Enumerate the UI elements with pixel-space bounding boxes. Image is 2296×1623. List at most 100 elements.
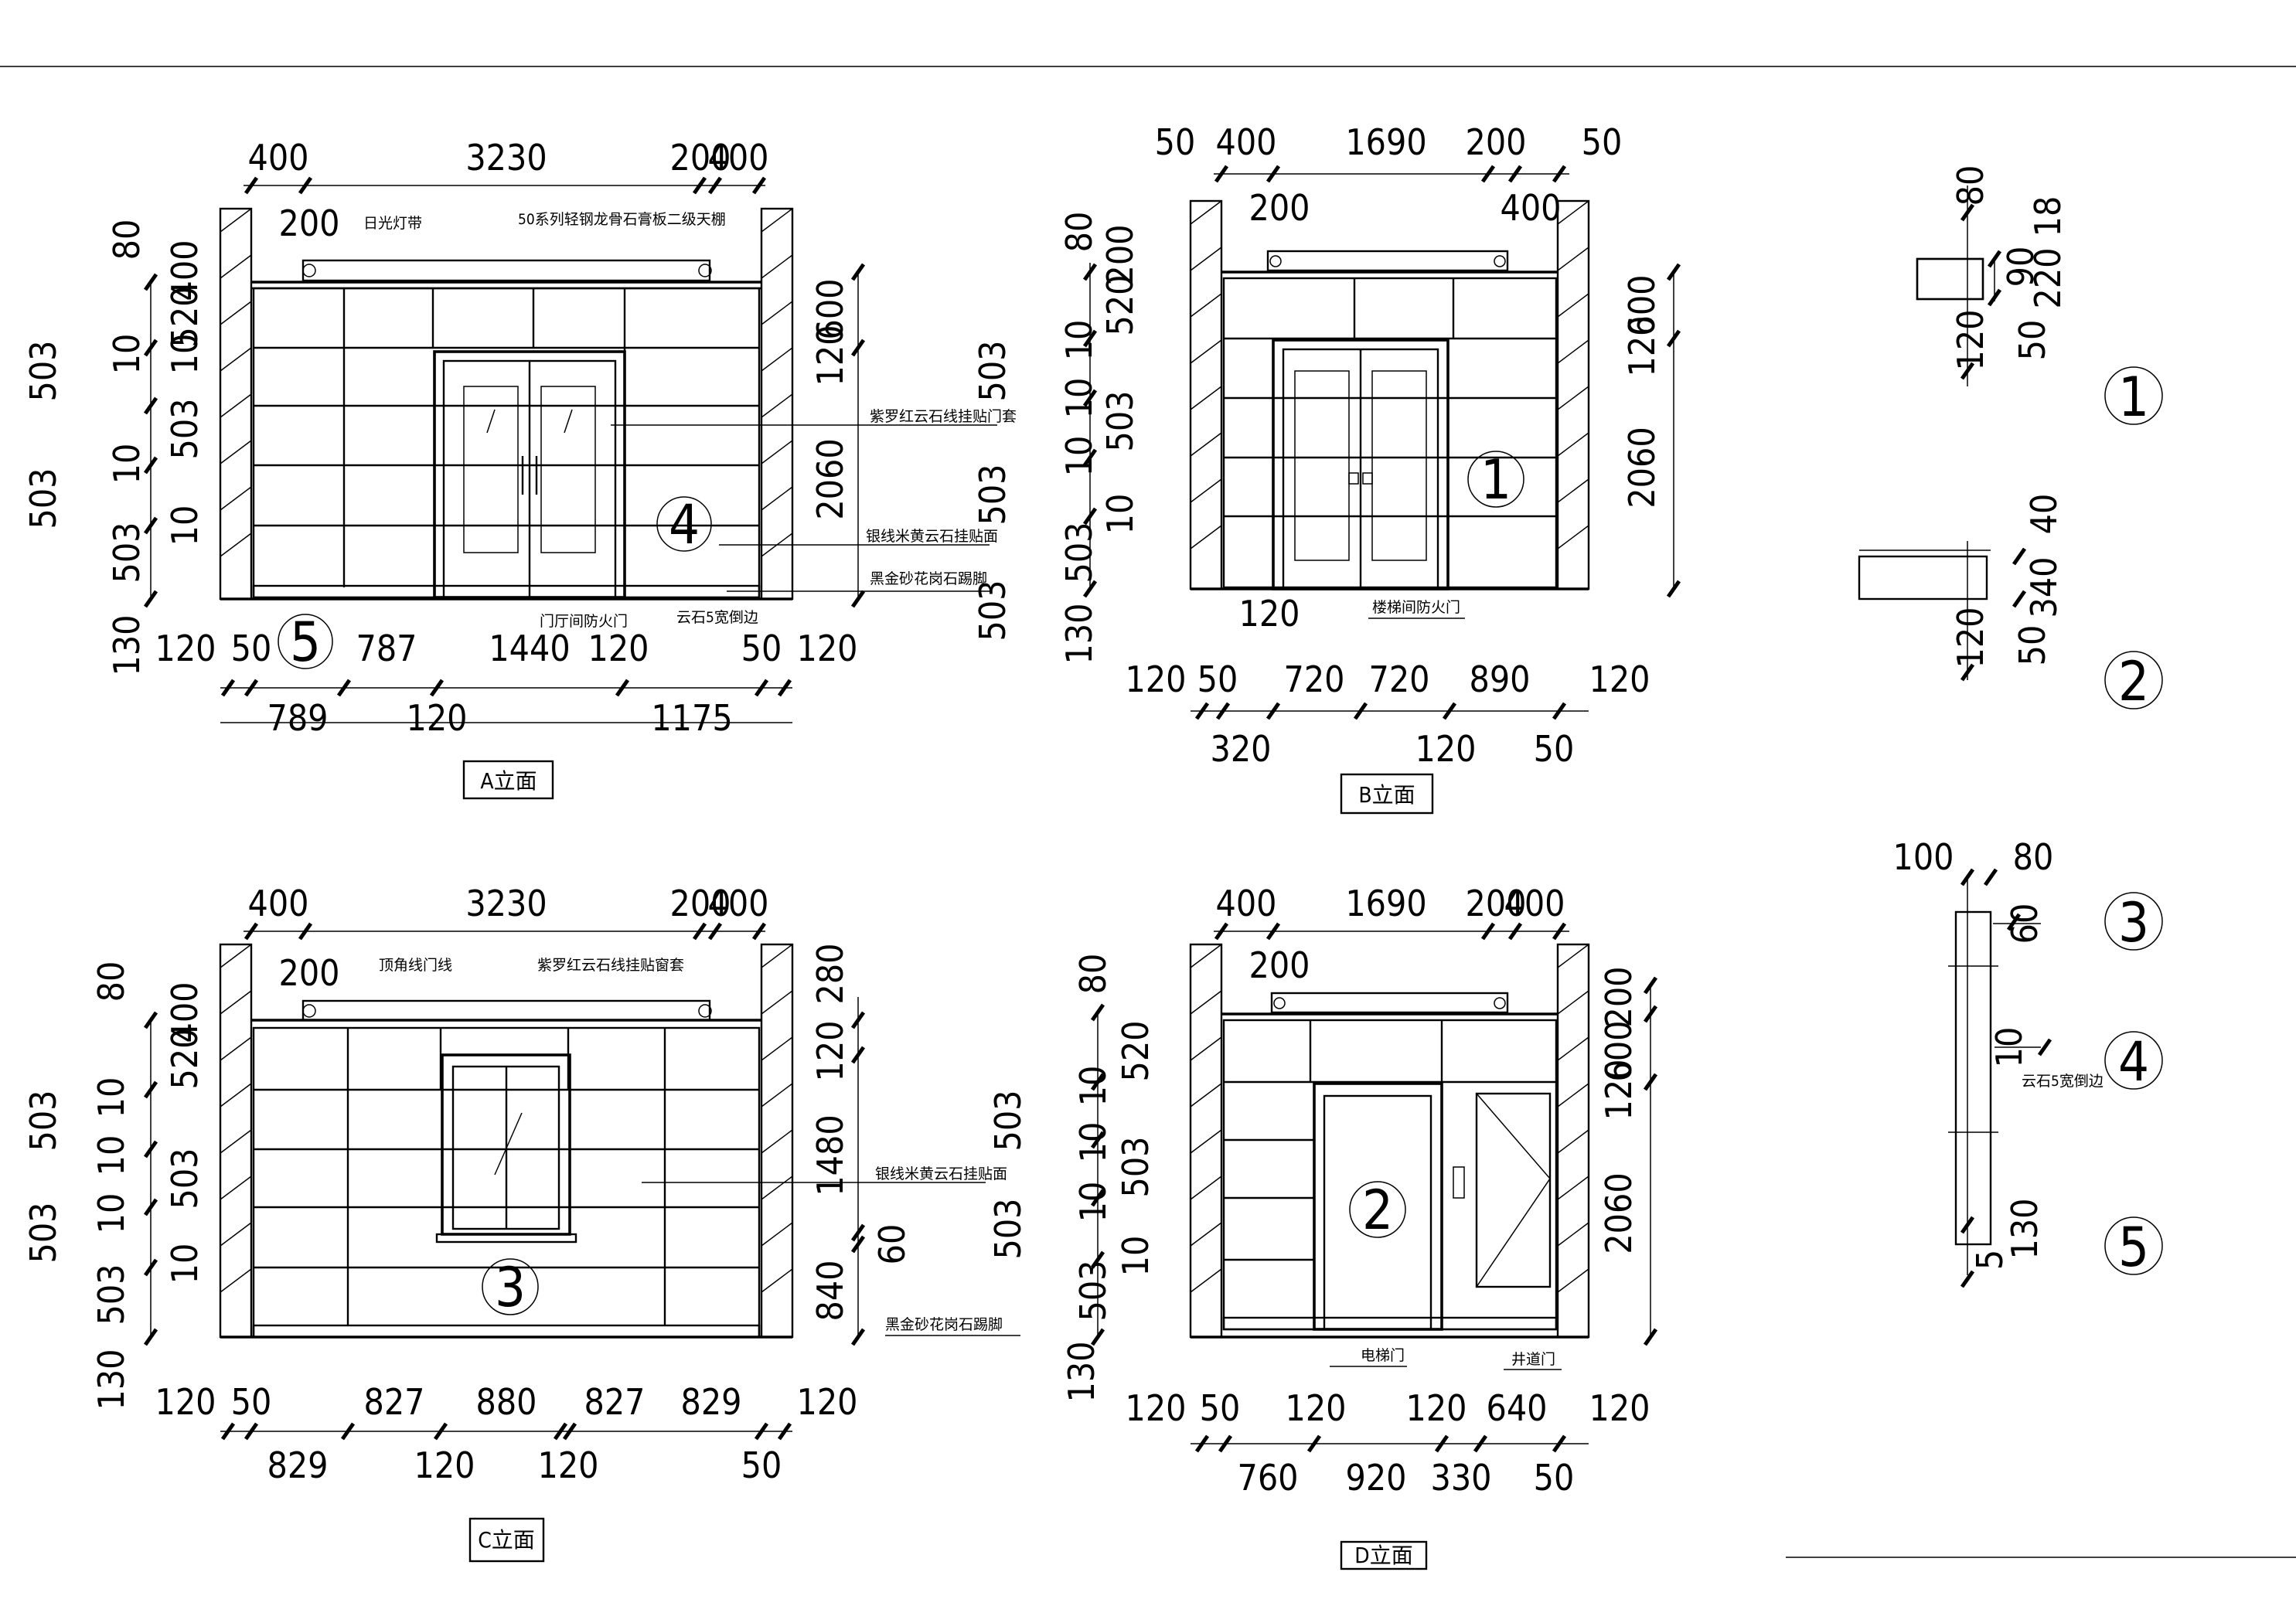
dim-text: 130 [106,615,148,676]
dim-text: 200 [279,952,340,994]
dim-text: 280 [809,944,851,1005]
dim-text: 600 [809,279,851,340]
dim-text: 503 [1072,1261,1114,1322]
dim-text: 10 [1099,494,1141,535]
section-marker [656,496,712,552]
dim-text: 50 [741,628,782,669]
dim-text: 200 [670,137,731,179]
dim-text: 120 [1598,1060,1640,1121]
dim-text: 120 [1589,1387,1650,1429]
dim-text: 60 [871,1224,913,1265]
dim-text: 120 [1621,316,1663,377]
dim-text: 50 [231,628,272,669]
left-dims: 503 503 80 400 520 10 10 503 10 10 503 1… [22,219,206,676]
dim-text: 50 [2012,320,2053,361]
detail-marker [2104,651,2163,709]
dim-text: 1480 [809,1114,851,1196]
elevation-title: A立面 [480,768,537,794]
dim-text: 120 [414,1444,475,1486]
marker-label: 3 [495,1256,526,1319]
dim-text: 10 [164,505,206,546]
dim-text: 1175 [651,697,732,739]
dim-text: 10 [106,334,148,375]
dim-text: 120 [1950,607,1991,669]
annotation: 门厅间防火门 [540,613,628,630]
dim-text: 787 [356,628,417,669]
annotation: 顶角线门线 [379,957,452,974]
dim-text: 130 [2004,1199,2046,1260]
detail-marker [2104,1031,2163,1090]
dim-text: 200 [1466,883,1527,924]
dim-text: 503 [972,341,1013,402]
dim-text: 789 [267,697,329,739]
dim-text: 50 [1534,728,1575,770]
dim-text: 130 [1061,1342,1102,1403]
dim-text: 2060 [809,438,851,519]
marker-label: 3 [2118,891,2149,954]
dim-text: 10 [106,444,148,485]
marker-label: 2 [1362,1179,1393,1242]
elevation-d: 2 400 1690 200 400 200 80 520 10 10 50 [987,883,1658,1570]
dim-text: 827 [364,1381,425,1423]
dim-text: 130 [90,1349,132,1410]
dim-text: 520 [164,287,206,348]
detail-2: 40 340 120 50 2 [1858,494,2163,713]
annotation: 日光灯带 [363,215,422,232]
dim-text: 130 [1058,604,1100,665]
dim-text: 120 [1415,728,1477,770]
dim-text: 40 [2023,494,2065,535]
dim-text: 10 [90,1135,132,1176]
detail-marker [2104,366,2163,425]
dim-text: 400 [164,982,206,1043]
dim-text: 520 [1115,1021,1157,1082]
elevation-title: C立面 [478,1527,535,1553]
dim-text: 827 [584,1381,646,1423]
dim-text: 503 [22,468,64,529]
dim-text: 50 [1582,121,1623,163]
dim-text: 503 [90,1264,132,1325]
dim-text: 200 [670,883,731,924]
dim-text: 120 [797,628,858,669]
dim-text: 400 [1216,883,1277,924]
dim-text: 120 [155,628,216,669]
dim-text: 503 [987,1091,1029,1152]
annotation: 楼梯间防火门 [1372,599,1460,616]
dim-text: 840 [809,1261,851,1322]
dim-text: 400 [1216,121,1277,163]
dim-text: 120 [809,1021,851,1082]
dim-text: 520 [1099,275,1141,336]
dim-text: 200 [279,202,340,244]
dim-text: 90 [2000,247,2042,288]
dim-text: 520 [164,1029,206,1090]
dim-text: 120 [1126,658,1187,700]
dim-text: 400 [248,137,309,179]
dim-text: 3230 [465,883,547,924]
dim-text: 503 [164,1148,206,1210]
dim-text: 80 [1950,165,1991,206]
dim-text: 10 [1988,1027,2030,1068]
dim-ticks [143,176,866,697]
marker-label: 5 [2118,1216,2149,1279]
dim-text: 400 [248,883,309,924]
dim-text: 400 [1504,883,1565,924]
dim-text: 890 [1470,658,1531,700]
marker-label: 2 [2118,650,2149,713]
dim-text: 200 [1249,187,1310,229]
dim-text: 400 [1501,187,1562,229]
annotation: 黑金砂花岗石踢脚 [885,1316,1003,1333]
dim-text: 10 [1115,1236,1157,1277]
dim-text: 10 [1058,320,1100,361]
dim-text: 120 [797,1381,858,1423]
dim-text: 1690 [1345,883,1426,924]
dim-text: 1440 [489,628,570,669]
dim-text: 400 [708,137,769,179]
dim-text: 120 [1406,1387,1467,1429]
dim-text: 3230 [465,137,547,179]
annotation: 紫罗红云石线挂贴门套 [870,408,1017,425]
dim-text: 50 [231,1381,272,1423]
dim-text: 10 [1058,378,1100,419]
dim-text: 2060 [1621,427,1663,508]
dim-text: 120 [1239,593,1300,635]
dim-text: 920 [1346,1457,1407,1499]
